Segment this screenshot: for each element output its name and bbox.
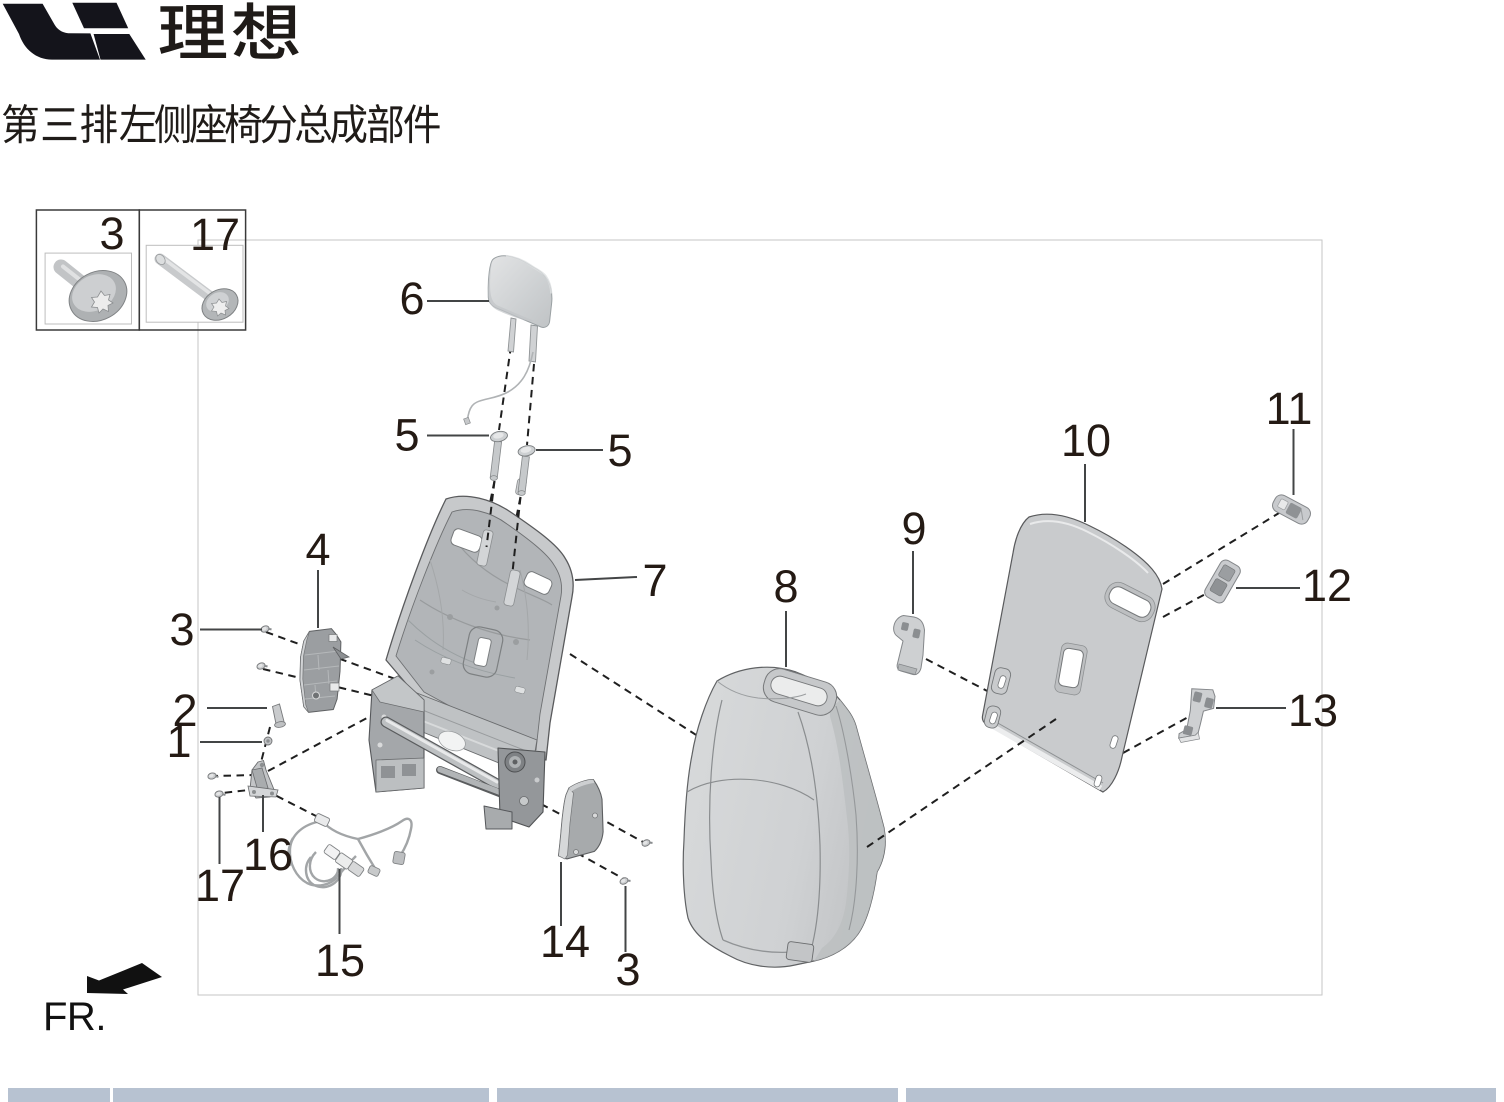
svg-text:8: 8 <box>773 561 798 612</box>
svg-text:10: 10 <box>1061 415 1111 466</box>
svg-text:11: 11 <box>1266 383 1313 434</box>
svg-text:15: 15 <box>315 935 365 986</box>
svg-text:7: 7 <box>642 555 667 606</box>
svg-text:2: 2 <box>172 685 197 736</box>
svg-text:1: 1 <box>166 716 191 767</box>
svg-text:5: 5 <box>394 410 419 461</box>
svg-text:17: 17 <box>195 860 245 911</box>
svg-text:5: 5 <box>607 425 632 476</box>
svg-text:3: 3 <box>99 208 124 259</box>
svg-text:6: 6 <box>399 273 424 324</box>
svg-text:12: 12 <box>1302 560 1352 611</box>
svg-text:13: 13 <box>1288 685 1338 736</box>
svg-text:3: 3 <box>615 944 640 995</box>
svg-text:9: 9 <box>901 503 926 554</box>
svg-text:FR.: FR. <box>43 995 106 1039</box>
svg-text:3: 3 <box>169 604 194 655</box>
svg-text:17: 17 <box>190 209 240 260</box>
svg-text:4: 4 <box>305 524 330 575</box>
svg-text:14: 14 <box>540 916 590 967</box>
svg-text:16: 16 <box>243 829 293 880</box>
